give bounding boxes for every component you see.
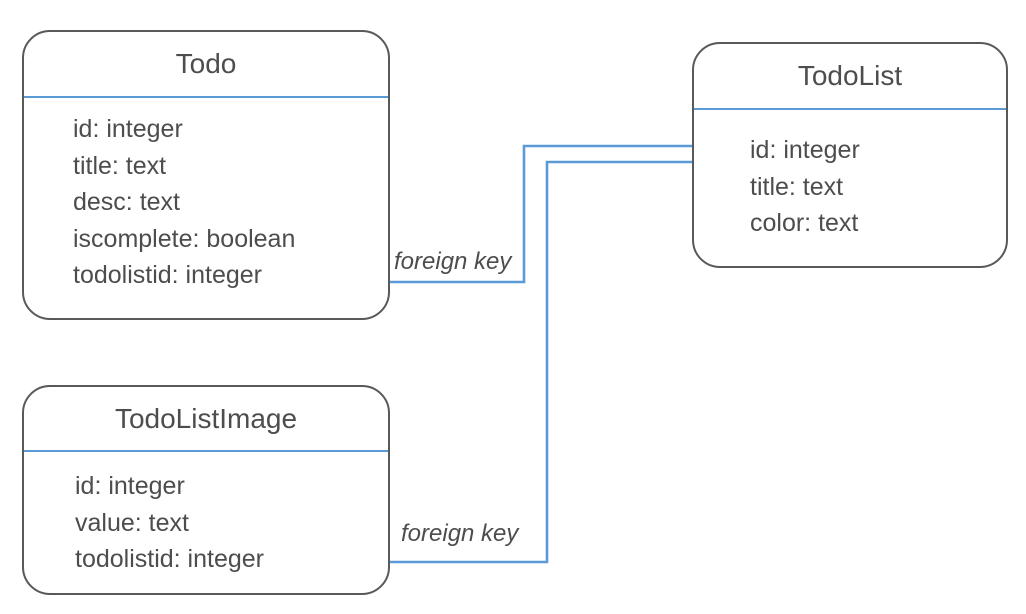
field-todo-desc: desc: text bbox=[73, 188, 180, 217]
field-todo-title: title: text bbox=[73, 151, 167, 180]
field-todo-iscomplete: iscomplete: boolean bbox=[73, 224, 296, 253]
field-todolistimage-id: id: integer bbox=[75, 472, 185, 500]
entity-todolist-title: TodoList bbox=[694, 44, 1006, 110]
field-todolistimage-value: value: text bbox=[75, 508, 189, 537]
field-todo-id: id: integer bbox=[73, 115, 183, 143]
entity-todolistimage-title: TodoListImage bbox=[24, 387, 388, 452]
foreign-key-label-todo: foreign key bbox=[394, 248, 512, 275]
foreign-key-label-todolistimage: foreign key bbox=[401, 520, 519, 547]
entity-todolistimage-fields: id: integer value: text todolistid: inte… bbox=[24, 452, 388, 578]
entity-todo-fields: id: integer title: text desc: text iscom… bbox=[24, 98, 388, 294]
field-todolist-color: color: text bbox=[750, 209, 859, 238]
field-todolistimage-todolistid: todolistid: integer bbox=[75, 545, 265, 574]
entity-todo: Todo id: integer title: text desc: text … bbox=[22, 30, 390, 320]
entity-todolistimage: TodoListImage id: integer value: text to… bbox=[22, 385, 390, 595]
field-todolist-id: id: integer bbox=[750, 136, 860, 164]
entity-todolist-fields: id: integer title: text color: text bbox=[694, 110, 1006, 242]
field-todo-todolistid: todolistid: integer bbox=[73, 261, 263, 290]
entity-todo-title: Todo bbox=[24, 32, 388, 98]
field-todolist-title: title: text bbox=[750, 172, 844, 201]
entity-todolist: TodoList id: integer title: text color: … bbox=[692, 42, 1008, 268]
